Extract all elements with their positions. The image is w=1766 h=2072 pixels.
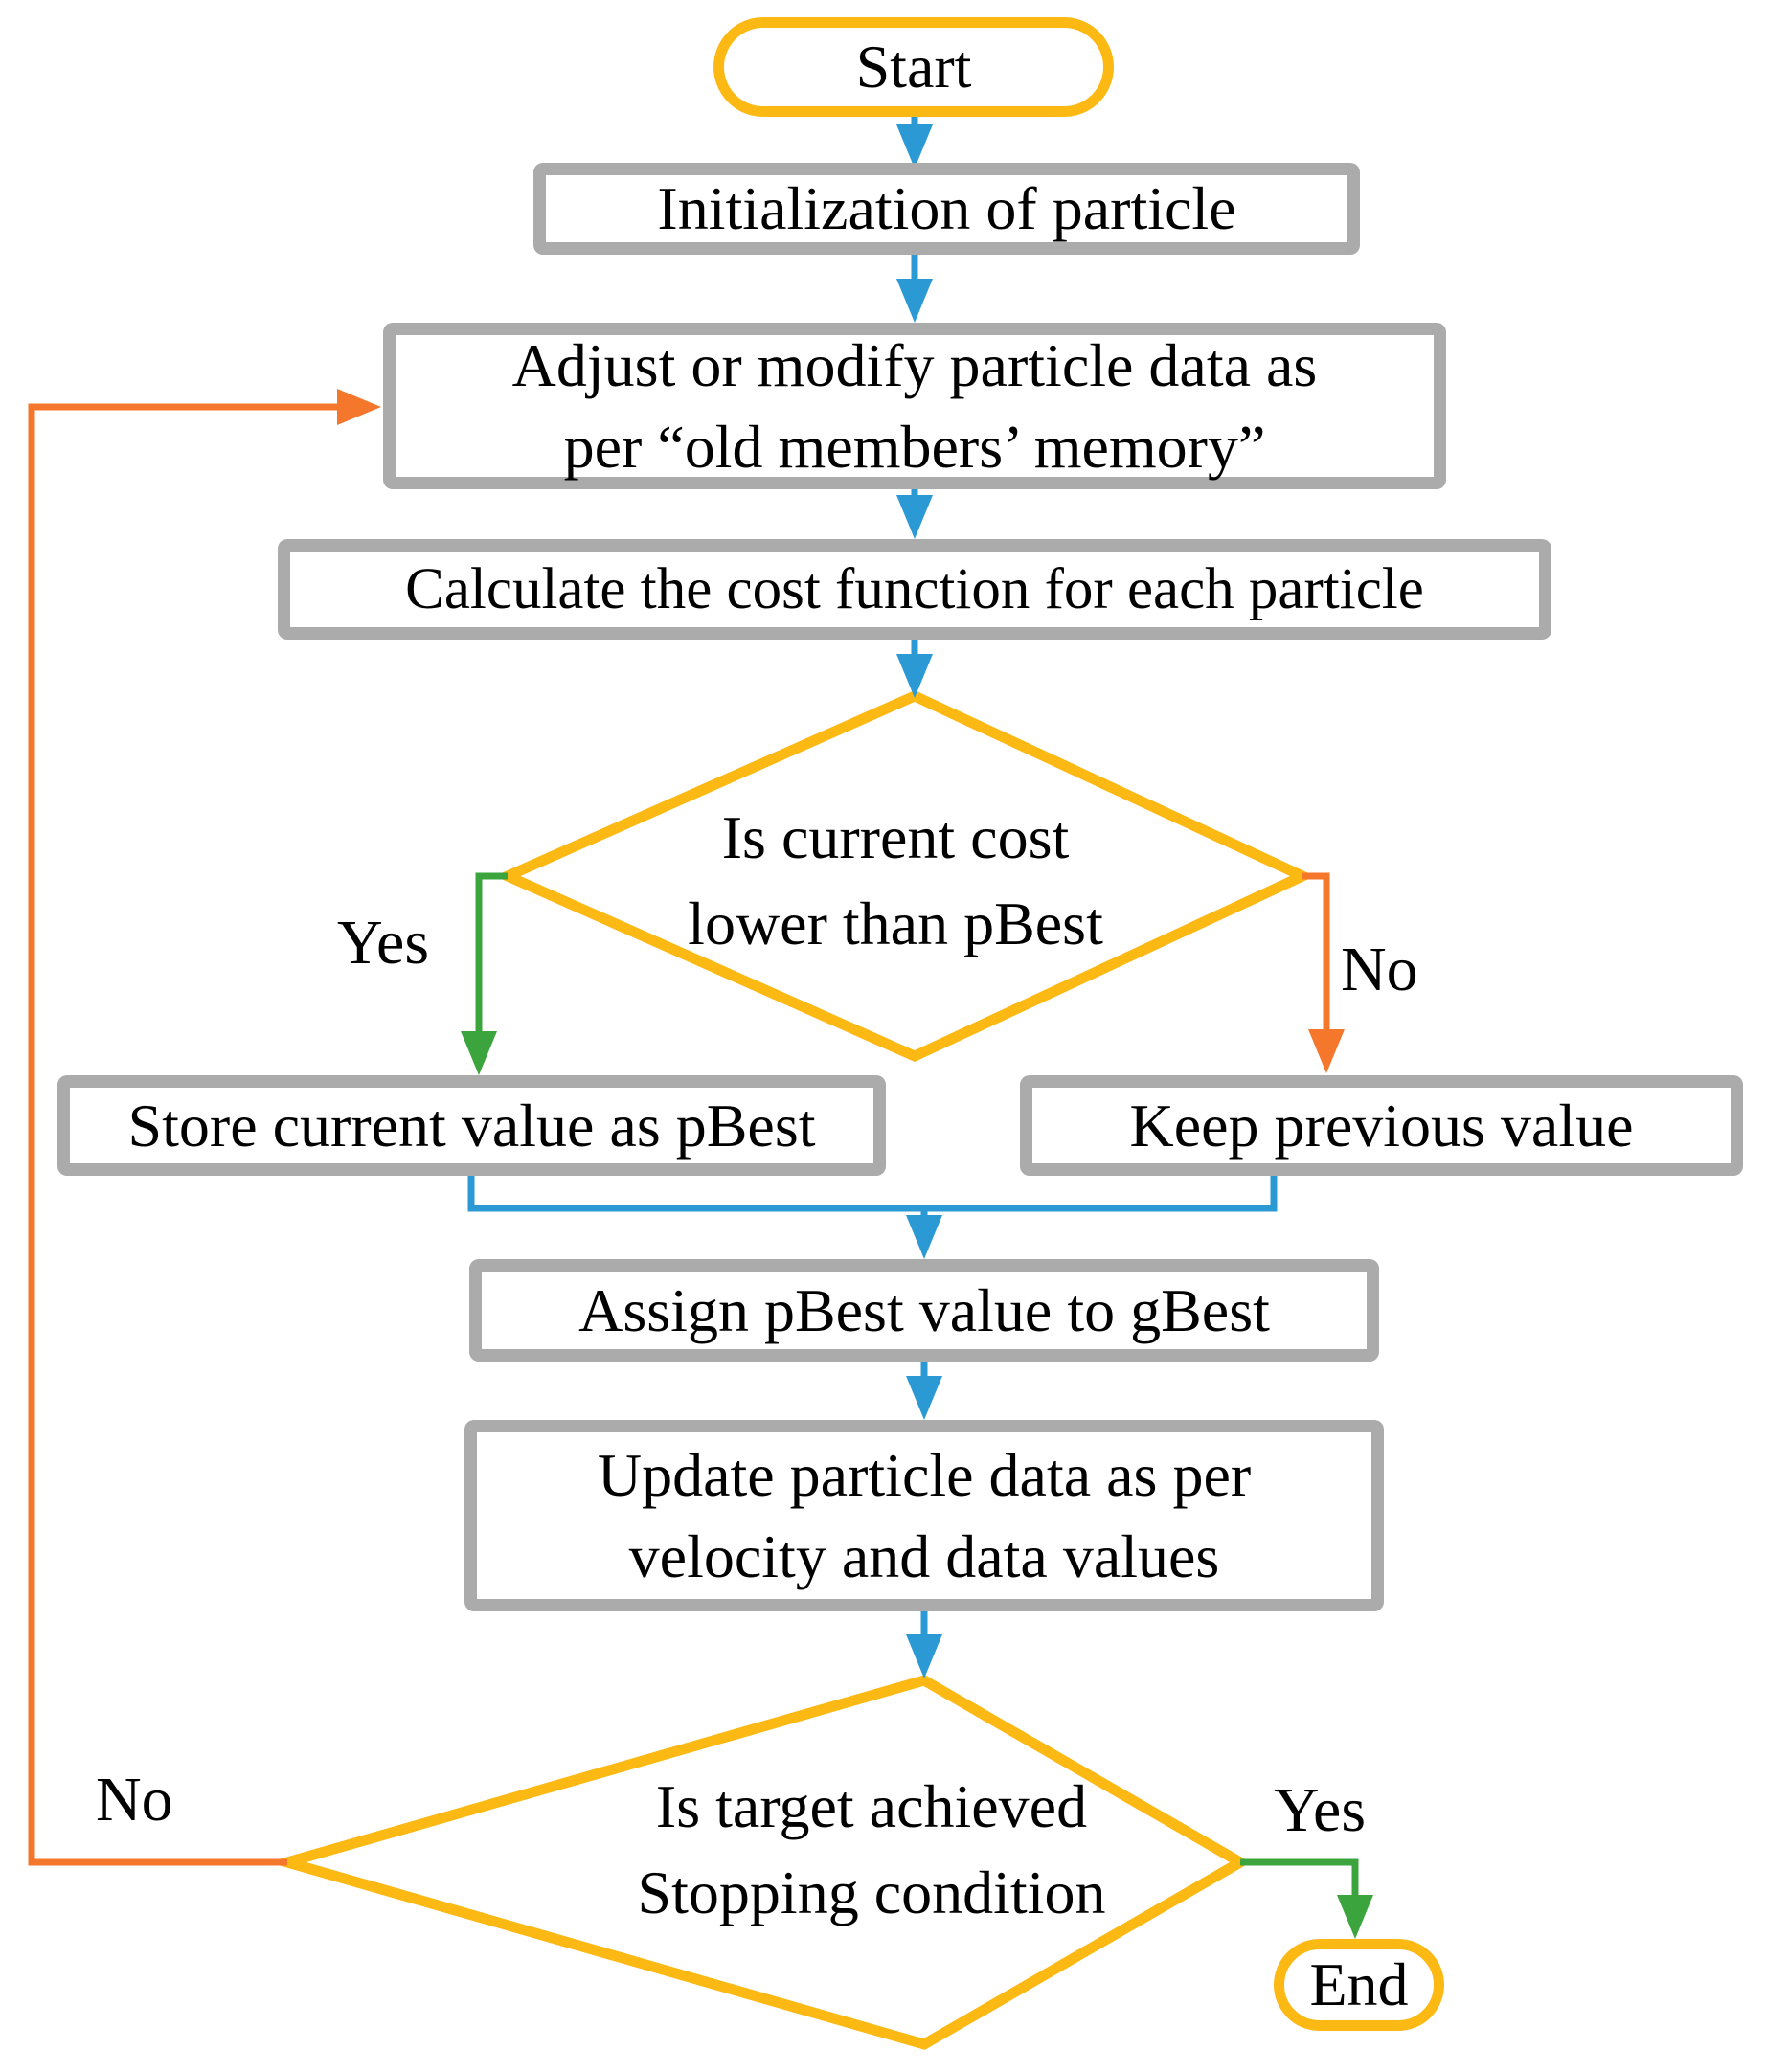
store-box: Store current value as pBest	[57, 1075, 886, 1176]
keep-box: Keep previous value	[1020, 1075, 1743, 1176]
edge-pbest-no-arrowhead	[1308, 1029, 1345, 1073]
update-box: Update particle data as per velocity and…	[464, 1420, 1384, 1611]
store-label: Store current value as pBest	[127, 1091, 816, 1160]
edge-target-no-loop	[28, 403, 339, 1866]
assign-box: Assign pBest value to gBest	[469, 1259, 1379, 1362]
decision-target-text: Is target achieved Stopping condition	[536, 1764, 1207, 1936]
edge-target-yes	[1240, 1858, 1359, 1897]
update-label-line1: Update particle data as per	[597, 1441, 1252, 1509]
start-node: Start	[713, 17, 1114, 117]
end-node: End	[1274, 1939, 1444, 2031]
edge-calculate-decision-arrowhead	[896, 654, 933, 698]
edge-update-decision2-arrowhead	[906, 1634, 942, 1678]
edge-merge-assign-arrowhead	[906, 1215, 942, 1259]
decision-target-diamond	[267, 1675, 1252, 2050]
edge-store-merge	[467, 1176, 1278, 1212]
adjust-box: Adjust or modify particle data as per “o…	[383, 323, 1446, 489]
start-label: Start	[855, 33, 972, 101]
update-label-line2: velocity and data values	[628, 1522, 1220, 1590]
decision-target-line1: Is target achieved	[655, 1772, 1088, 1840]
decision-pbest-text: Is current cost lower than pBest	[560, 795, 1231, 967]
pbest-yes-label: Yes	[337, 908, 430, 978]
edge-start-init-arrowhead	[896, 124, 933, 169]
decision-pbest-line2: lower than pBest	[688, 890, 1103, 957]
target-yes-label: Yes	[1274, 1775, 1367, 1845]
init-label: Initialization of particle	[657, 174, 1236, 243]
init-box: Initialization of particle	[533, 163, 1360, 255]
calculate-box: Calculate the cost function for each par…	[278, 539, 1551, 640]
pbest-no-label: No	[1341, 935, 1418, 1004]
adjust-label-line1: Adjust or modify particle data as	[511, 331, 1318, 399]
decision-target-line2: Stopping condition	[637, 1858, 1106, 1926]
decision-pbest-diamond	[494, 689, 1316, 1063]
edge-init-adjust-arrowhead	[896, 279, 933, 323]
calculate-label: Calculate the cost function for each par…	[405, 556, 1424, 621]
decision-pbest-line1: Is current cost	[721, 803, 1070, 871]
end-label: End	[1309, 1950, 1409, 2019]
adjust-label-line2: per “old members’ memory”	[563, 413, 1266, 481]
edge-target-no-arrowhead	[337, 389, 381, 425]
edge-adjust-calculate-arrowhead	[896, 495, 933, 539]
assign-label: Assign pBest value to gBest	[578, 1275, 1270, 1344]
edge-pbest-yes-arrowhead	[461, 1031, 497, 1075]
edge-pbest-yes	[475, 872, 508, 1033]
edge-pbest-no	[1302, 872, 1330, 1031]
keep-label: Keep previous value	[1129, 1091, 1634, 1160]
target-no-label: No	[96, 1765, 173, 1835]
edge-target-yes-arrowhead	[1337, 1895, 1373, 1939]
edge-assign-update-arrowhead	[906, 1376, 942, 1420]
